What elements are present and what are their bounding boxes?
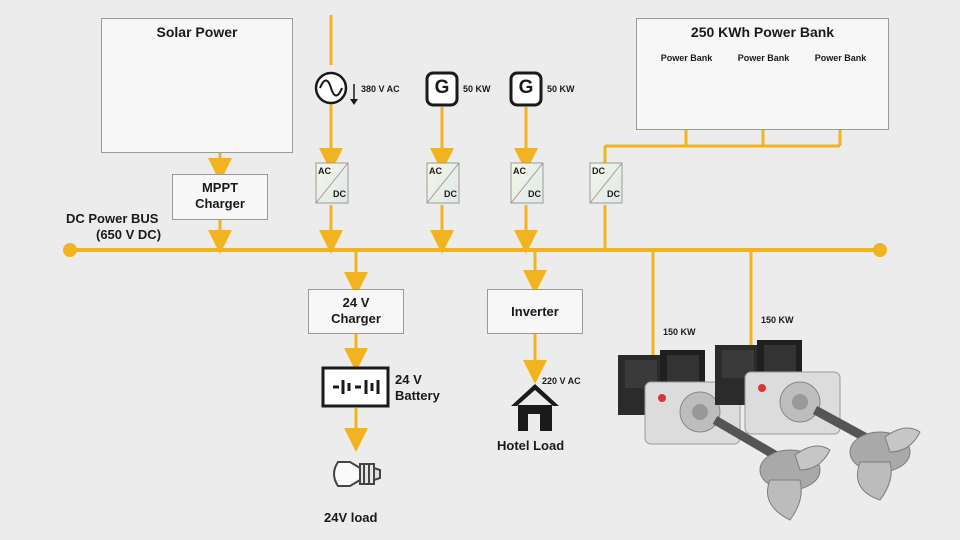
- dc-bus-label: DC Power BUS (650 V DC): [66, 211, 161, 243]
- hotel-voltage-label: 220 V AC: [542, 376, 581, 386]
- generator-symbol-2: G: [518, 77, 534, 98]
- power-bank-group-box: [636, 18, 889, 130]
- converter-4-bottom: DC: [607, 189, 620, 199]
- motor-unit-2: [715, 340, 921, 501]
- battery-24v-label: 24 V Battery: [395, 372, 440, 404]
- charger-24v-line2: Charger: [331, 311, 381, 326]
- bus-end-right: [873, 243, 887, 257]
- hotel-load-label: Hotel Load: [497, 438, 565, 453]
- converter-2-bottom: DC: [444, 189, 457, 199]
- load-24v-label: 24V load: [324, 510, 378, 525]
- converter-box-2: [426, 162, 460, 204]
- generator-rating-1: 50 KW: [463, 84, 491, 94]
- converter-3-bottom: DC: [528, 189, 541, 199]
- battery-24v-icon: [321, 366, 390, 408]
- dc-bus-label-line1: DC Power BUS: [66, 211, 159, 226]
- charger-24v-line1: 24 V: [342, 295, 370, 310]
- lamp-icon: [333, 461, 381, 487]
- converter-3-top: AC: [513, 166, 526, 176]
- battery-24v-line2: Battery: [395, 388, 440, 403]
- power-bank-label-2: Power Bank: [737, 53, 790, 63]
- house-icon: [511, 384, 559, 431]
- converter-2-top: AC: [429, 166, 442, 176]
- solar-power-box: [101, 18, 293, 153]
- mppt-charger-box: [172, 174, 268, 220]
- solar-power-title: Solar Power: [156, 24, 238, 40]
- ac-source-icon: [314, 71, 358, 105]
- converter-4-top: DC: [592, 166, 605, 176]
- mppt-label-line1: MPPT: [201, 180, 239, 195]
- converter-box-4: [589, 162, 623, 204]
- inverter-label: Inverter: [511, 304, 559, 319]
- power-bank-label-1: Power Bank: [660, 53, 713, 63]
- generator-icon-1: [425, 71, 459, 107]
- converter-1-bottom: DC: [333, 189, 346, 199]
- charger-24v-label: 24 V Charger: [308, 295, 404, 327]
- grid-voltage-label: 380 V AC: [361, 84, 400, 94]
- motor-rating-1: 150 KW: [663, 327, 696, 337]
- converter-box-1: [315, 162, 349, 204]
- mppt-label-line2: Charger: [195, 196, 245, 211]
- generator-rating-2: 50 KW: [547, 84, 575, 94]
- converter-1-top: AC: [318, 166, 331, 176]
- motor-rating-2: 150 KW: [761, 315, 794, 325]
- bus-end-left: [63, 243, 77, 257]
- converter-box-3: [510, 162, 544, 204]
- charger-24v-box: [308, 289, 404, 334]
- mppt-label: MPPT Charger: [172, 180, 268, 212]
- battery-24v-line1: 24 V: [395, 372, 422, 387]
- generator-icon-2: [509, 71, 543, 107]
- dc-bus-label-line2: (650 V DC): [96, 227, 162, 242]
- power-bank-group-title: 250 KWh Power Bank: [690, 24, 835, 40]
- inverter-box: [487, 289, 583, 334]
- power-bank-label-3: Power Bank: [814, 53, 867, 63]
- generator-symbol-1: G: [434, 77, 450, 98]
